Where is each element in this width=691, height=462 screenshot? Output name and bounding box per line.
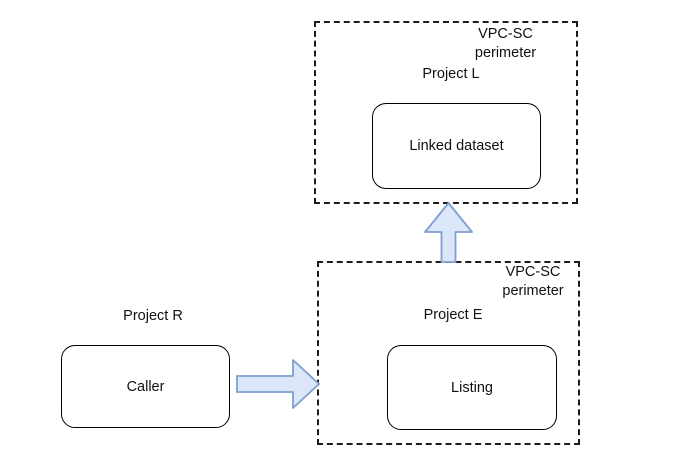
perimeter-bottom-title: VPC-SC perimeter (463, 263, 603, 301)
perimeter-top-title-line2: perimeter (474, 45, 537, 61)
project-r-label: Project R (123, 308, 183, 324)
project-e-label: Project E (423, 307, 483, 323)
perimeter-bottom-title-line1: VPC-SC (505, 264, 561, 280)
vpc-sc-perimeter-top (314, 21, 578, 204)
up-block-arrow-icon (424, 202, 473, 263)
arrow-listing-to-linked-dataset (424, 202, 473, 263)
perimeter-top-title: VPC-SC perimeter (433, 25, 578, 63)
perimeter-bottom-title-line2: perimeter (502, 283, 564, 299)
caller-node-label: Caller (126, 378, 165, 395)
linked-dataset-node-label: Linked dataset (409, 138, 504, 154)
right-block-arrow-icon (236, 359, 320, 409)
project-l-label: Project L (422, 66, 480, 82)
arrow-caller-to-listing (236, 359, 320, 409)
caller-node: Caller (61, 345, 230, 428)
listing-node: Listing (387, 345, 557, 430)
listing-node-label: Listing (451, 379, 493, 396)
linked-dataset-node: Linked dataset (372, 103, 541, 189)
perimeter-top-title-line1: VPC-SC (478, 26, 533, 42)
